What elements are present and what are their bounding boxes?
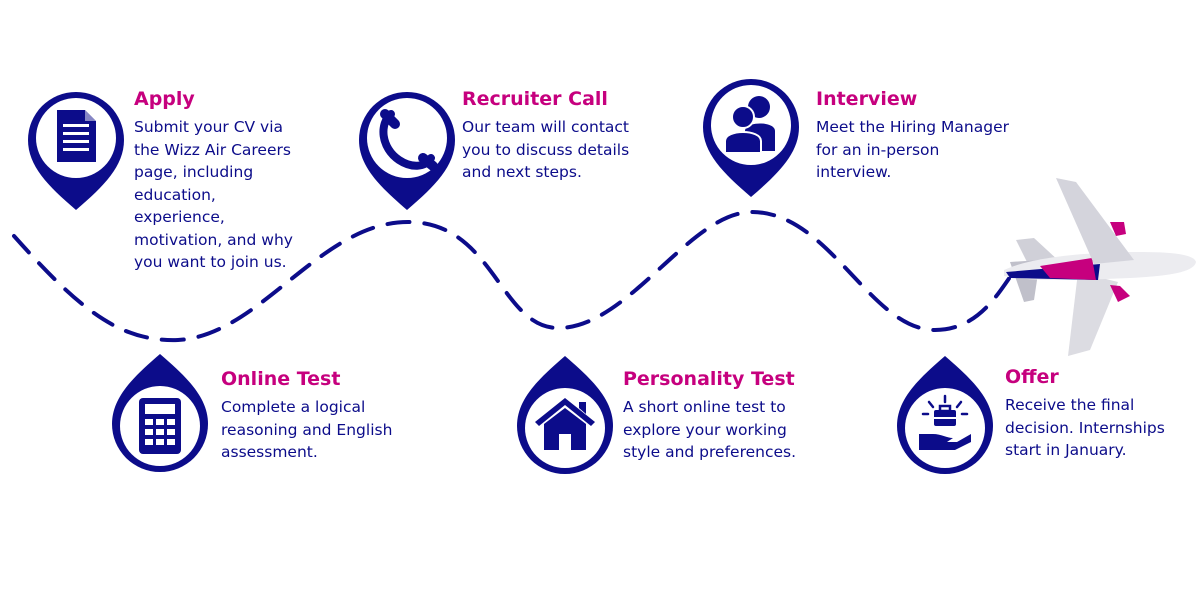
step-description: Submit your CV via the Wizz Air Careers … [134,116,334,274]
phone-icon [379,109,438,171]
pin-apply [28,92,124,210]
step-description-line: education, [134,185,216,204]
people-icon [724,96,775,154]
step-description-line: Submit your CV via [134,118,284,136]
step-title: Personality Test [623,368,795,390]
house-icon [535,398,595,450]
airplane-illustration [1004,178,1196,356]
step-title: Interview [816,88,918,110]
step-description-line: assessment. [221,443,318,461]
step-title: Recruiter Call [462,88,608,110]
step-description-line: decision. Internships [1005,418,1165,437]
pin-offer [897,356,993,474]
step-personality-test: Personality Test A short online test to … [623,368,843,464]
step-description-line: and next steps. [462,163,582,181]
pin-interview [703,79,799,197]
step-description-line: for an in-person [816,140,940,159]
pin-personality-test [517,356,613,474]
step-title: Apply [134,88,195,110]
step-title: Offer [1005,366,1059,388]
calculator-icon [139,398,181,454]
step-description-line: experience, [134,208,225,226]
step-description-line: style and preferences. [623,443,797,461]
step-description: Meet the Hiring Manager for an in-person… [816,116,1046,184]
step-description-line: page, including [134,163,254,181]
pin-online-test [112,354,208,472]
document-icon [57,110,96,162]
step-description-line: Meet the Hiring Manager [816,118,1009,136]
dashed-route-line [12,209,1017,343]
step-description-line: explore your working [623,420,787,439]
step-description-line: reasoning and English [221,420,393,439]
step-description: Our team will contact you to discuss det… [462,116,682,184]
briefcase-hand-icon [919,394,971,450]
step-description: Receive the final decision. Internships … [1005,394,1195,462]
step-description-line: the Wizz Air Careers [134,140,291,159]
step-description: A short online test to explore your work… [623,396,843,464]
step-description-line: Receive the final [1005,396,1135,414]
step-description-line: interview. [816,163,892,181]
step-description: Complete a logical reasoning and English… [221,396,441,464]
step-offer: Offer Receive the final decision. Intern… [1005,366,1195,462]
step-description-line: start in January. [1005,441,1127,459]
step-description-line: you want to join us. [134,253,287,271]
step-description-line: A short online test to [623,398,786,416]
step-recruiter-call: Recruiter Call Our team will contact you… [462,88,682,184]
pin-recruiter-call [359,92,455,210]
step-interview: Interview Meet the Hiring Manager for an… [816,88,1046,184]
step-online-test: Online Test Complete a logical reasoning… [221,368,441,464]
step-description-line: motivation, and why [134,230,293,249]
step-description-line: you to discuss details [462,140,630,159]
step-apply: Apply Submit your CV via the Wizz Air Ca… [134,88,334,274]
step-description-line: Our team will contact [462,118,629,136]
step-description-line: Complete a logical [221,398,366,416]
step-title: Online Test [221,368,341,390]
